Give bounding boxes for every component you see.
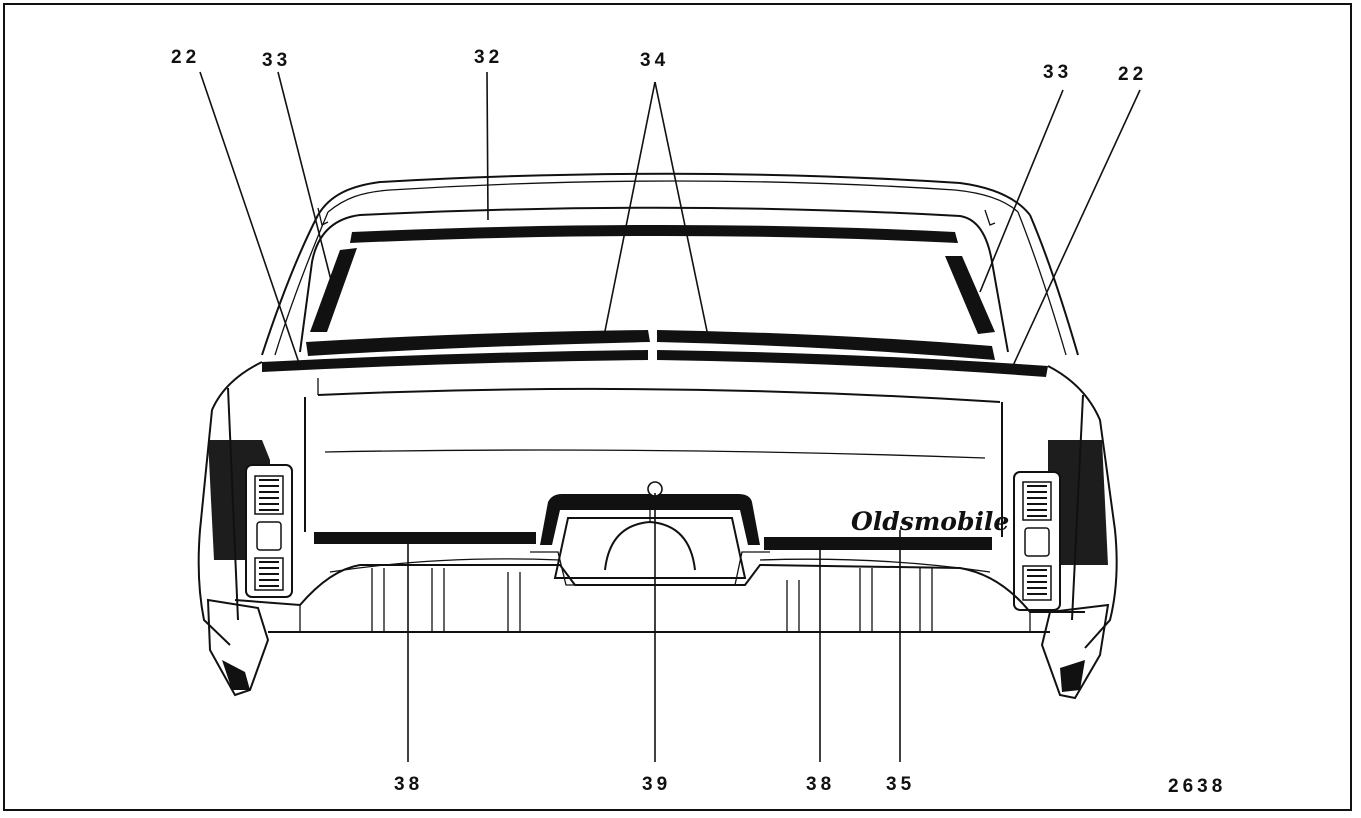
lower-moldings: [314, 532, 992, 550]
license-pocket: [530, 481, 770, 586]
callout-labels: 22 33 32 34 33 22 38 39 38 35 2638: [171, 47, 1226, 797]
rear-window: [299, 206, 1009, 360]
callout-22-left: 22: [171, 47, 200, 68]
deck-lid: [262, 350, 1048, 537]
callout-33-left: 33: [262, 50, 291, 71]
callout-33-right: 33: [1043, 62, 1072, 83]
figure-number: 2638: [1168, 776, 1226, 797]
leader-lines: [199, 71, 1141, 762]
callout-32: 32: [474, 47, 503, 68]
callout-35: 35: [886, 774, 915, 795]
callout-39: 39: [642, 774, 671, 795]
roof-outline: [261, 172, 1079, 356]
oldsmobile-script-badge: Oldsmobile: [851, 507, 1009, 536]
quarter-panels: [197, 361, 1118, 700]
callout-38-right: 38: [806, 774, 835, 795]
callout-34: 34: [640, 50, 669, 71]
diagram-frame: [3, 3, 1352, 811]
callout-38-left: 38: [394, 774, 423, 795]
rear-bumper: [234, 558, 1085, 633]
callout-22-right: 22: [1118, 64, 1147, 85]
